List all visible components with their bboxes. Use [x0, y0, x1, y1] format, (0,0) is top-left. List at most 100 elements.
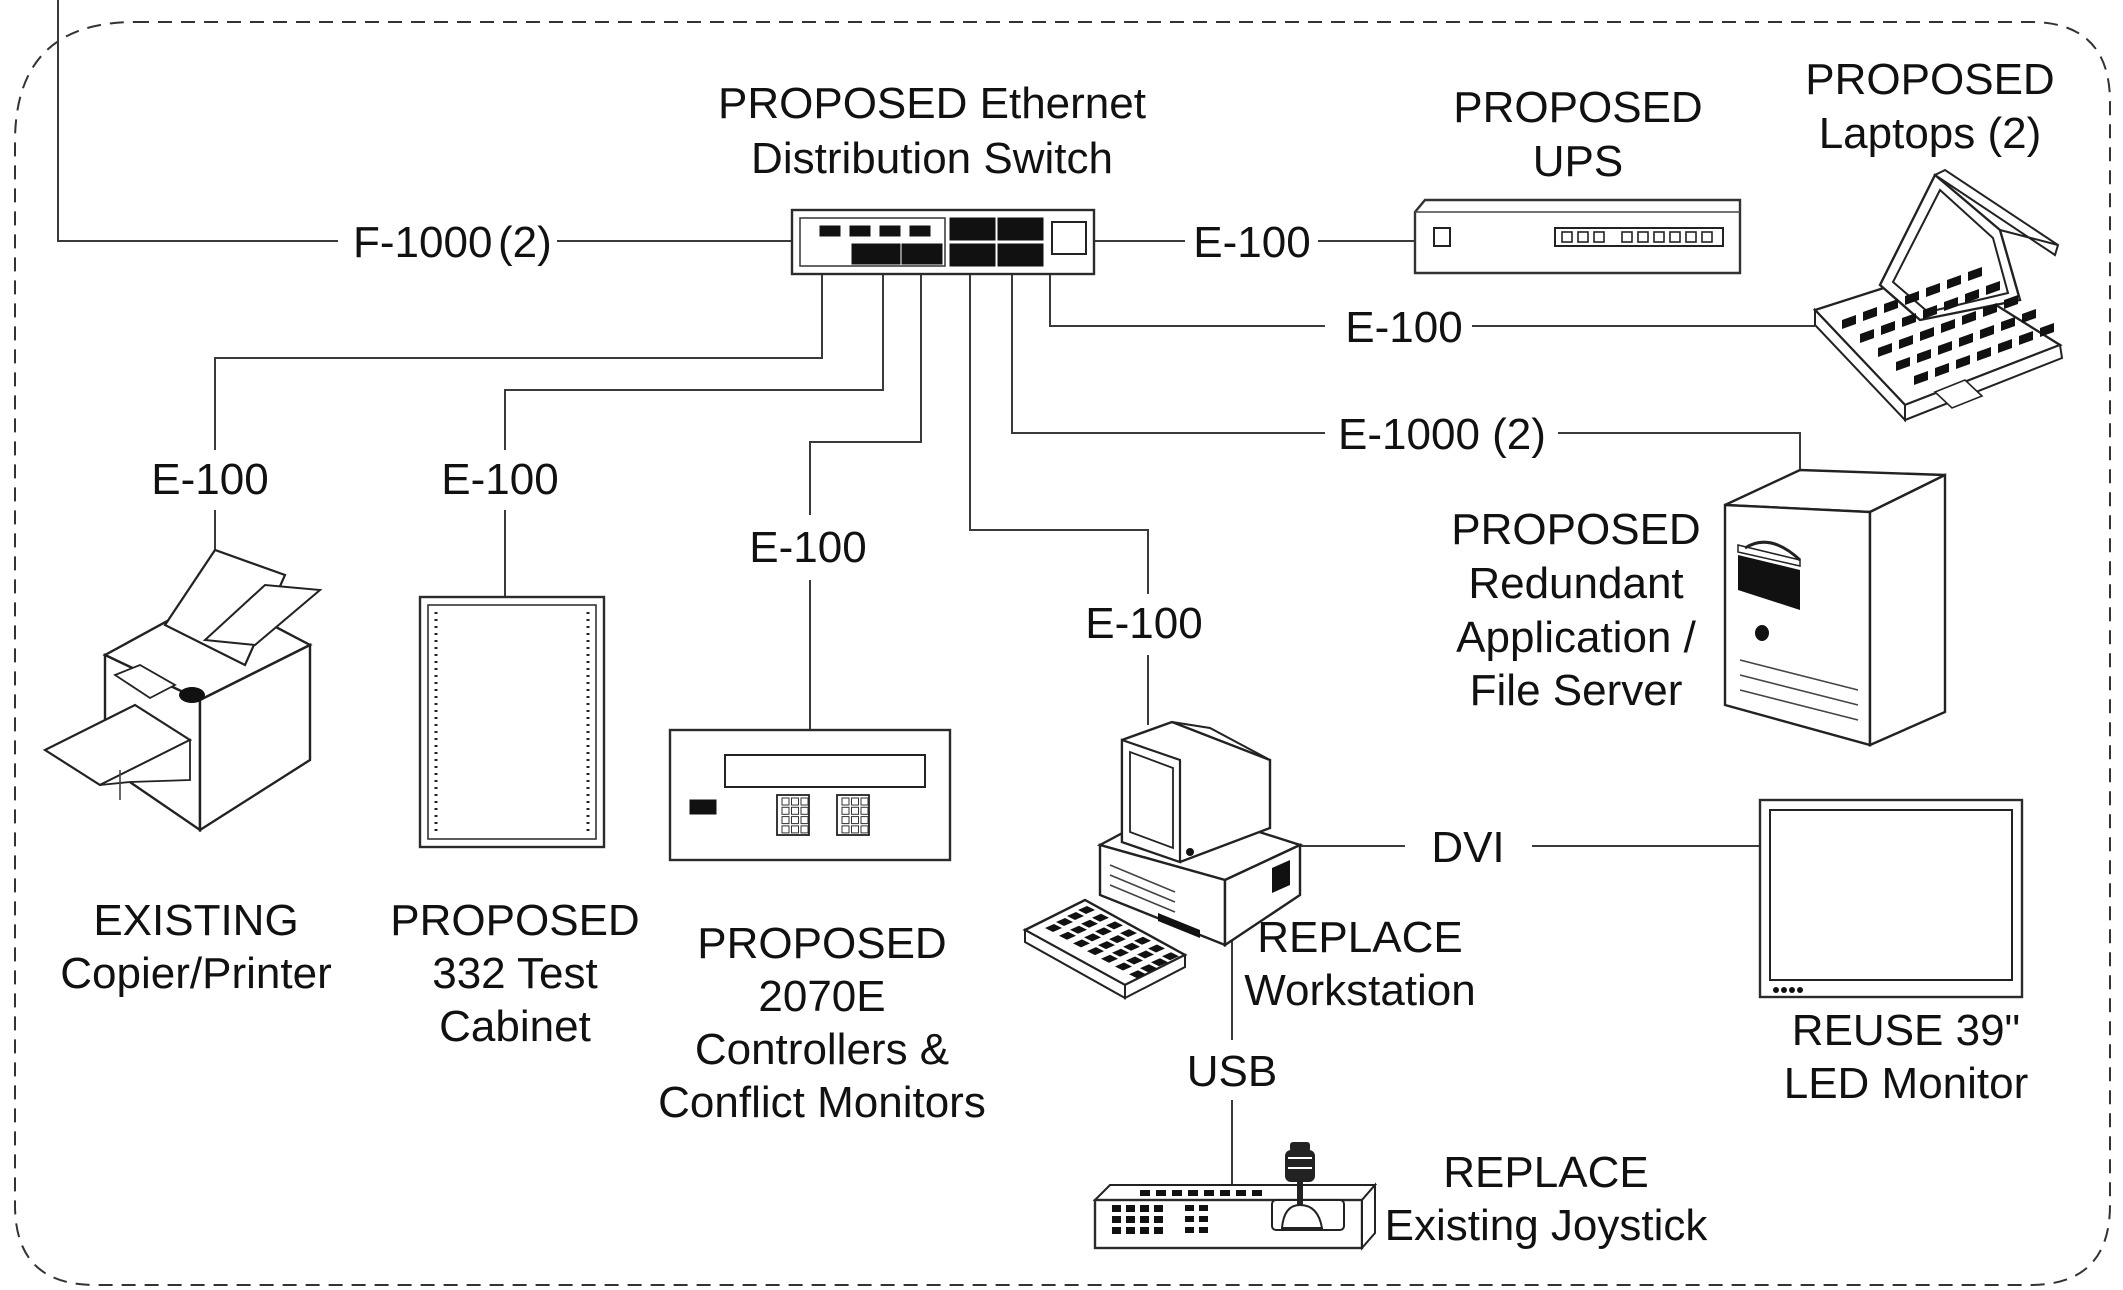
keyboard-key	[1123, 942, 1140, 951]
joystick-button	[1140, 1190, 1150, 1196]
laptop-key	[1944, 296, 1958, 312]
laptop-key	[1863, 306, 1877, 322]
joystick-button	[1112, 1216, 1121, 1223]
workstation-link-label: E-100	[1085, 599, 1202, 648]
keyboard-key	[1045, 924, 1062, 932]
keyboard-key	[1106, 921, 1123, 930]
controllers-link-label: E-100	[749, 523, 866, 572]
keyboard-key	[1081, 919, 1098, 928]
joystick-button	[1188, 1190, 1198, 1196]
laptop-key	[1947, 274, 1961, 290]
printer-icon	[42, 548, 323, 833]
keyboard-key	[1137, 950, 1154, 959]
uplink-count-label: (2)	[498, 218, 552, 267]
keyboard-key	[1112, 948, 1129, 957]
keypad-key	[791, 806, 799, 815]
usb-link-label: USB	[1187, 1047, 1277, 1096]
joystick-button	[1126, 1205, 1135, 1212]
laptop-key	[1968, 266, 1982, 282]
keypad-key	[851, 825, 859, 834]
switch-title-line2: Distribution Switch	[751, 134, 1113, 183]
keypad-key	[841, 816, 850, 825]
joystick-button	[1236, 1190, 1246, 1196]
keyboard-key	[1095, 927, 1112, 936]
keyboard-key	[1129, 970, 1146, 979]
keypad-key	[781, 806, 790, 815]
keyboard-key	[1126, 956, 1143, 965]
keypad-key	[791, 797, 799, 806]
laptop-key	[1965, 288, 1979, 304]
keyboard-key	[1078, 906, 1095, 914]
joystick-button	[1199, 1227, 1208, 1233]
joystick-button	[1252, 1190, 1262, 1196]
keyboard-key	[1134, 936, 1151, 945]
keypad-key	[851, 806, 859, 815]
keypad-key	[851, 816, 859, 825]
printer-label-line2: Copier/Printer	[60, 949, 331, 998]
joystick-button	[1204, 1190, 1214, 1196]
controller-icon	[668, 728, 952, 862]
workstation-label-line2: Workstation	[1244, 966, 1476, 1015]
keyboard-key	[1120, 929, 1137, 938]
laptop-key	[1899, 334, 1913, 350]
laptop-key	[2001, 316, 2015, 332]
laptop-key	[1980, 324, 1994, 340]
test-cabinet-label-line1: PROPOSED	[390, 896, 639, 945]
keypad-key	[860, 806, 869, 815]
keyboard-key	[1073, 939, 1090, 948]
keyboard-key	[1109, 935, 1126, 944]
keyboard-key	[1087, 947, 1104, 956]
keyboard-key	[1140, 964, 1157, 973]
printer-link-label: E-100	[151, 455, 268, 504]
joystick-icon	[1092, 1142, 1378, 1251]
laptop-key	[1920, 326, 1934, 342]
controllers-label-line1: PROPOSED	[697, 919, 946, 968]
laptop-key	[1860, 328, 1874, 344]
laptop-key	[2019, 330, 2033, 346]
keypad-key	[781, 825, 790, 834]
uplink-label: F-1000	[353, 218, 492, 267]
joystick-button	[1140, 1205, 1149, 1212]
joystick-button	[1140, 1216, 1149, 1223]
joystick-button	[1220, 1190, 1230, 1196]
joystick-button	[1199, 1216, 1208, 1222]
keypad-key	[860, 816, 869, 825]
keypad-key	[800, 816, 809, 825]
joystick-button	[1154, 1227, 1163, 1234]
laptop-key	[1935, 362, 1949, 378]
joystick-button	[1140, 1227, 1149, 1234]
joystick-button	[1112, 1205, 1121, 1212]
controllers-label-line4: Conflict Monitors	[658, 1078, 986, 1127]
joystick-label-line1: REPLACE	[1443, 1148, 1648, 1197]
ups-label-line1: PROPOSED	[1453, 83, 1702, 132]
joystick-button	[1199, 1205, 1208, 1211]
dvi-link-label: DVI	[1431, 823, 1504, 872]
server-label-line2: Redundant	[1468, 559, 1683, 608]
switch-title-line1: PROPOSED Ethernet	[718, 79, 1146, 128]
laptop-key	[1905, 290, 1919, 306]
laptops-label-line1: PROPOSED	[1805, 55, 2054, 104]
joystick-button	[1112, 1227, 1121, 1234]
keypad-key	[841, 825, 850, 834]
keyboard-key	[1070, 925, 1087, 934]
keypad-key	[800, 825, 809, 834]
workstation-label-line1: REPLACE	[1257, 913, 1462, 962]
keyboard-key	[1098, 941, 1115, 950]
joystick-button	[1126, 1227, 1135, 1234]
keyboard-key	[1101, 954, 1118, 963]
keyboard-key	[1084, 933, 1101, 942]
joystick-button	[1156, 1190, 1166, 1196]
test-cabinet-label-line3: Cabinet	[439, 1002, 591, 1051]
keyboard-key	[1115, 962, 1132, 971]
laptop-key	[1986, 280, 2000, 296]
controllers-label-line2: 2070E	[758, 972, 885, 1021]
keypad-key	[841, 806, 850, 815]
laptop-key	[1956, 354, 1970, 370]
laptop-key	[1878, 342, 1892, 358]
keyboard-key	[1059, 931, 1076, 940]
ethernet-switch-icon	[790, 208, 1096, 276]
keyboard-key	[1056, 918, 1073, 926]
keypad-key	[781, 797, 790, 806]
test-cabinet-icon	[418, 595, 606, 849]
